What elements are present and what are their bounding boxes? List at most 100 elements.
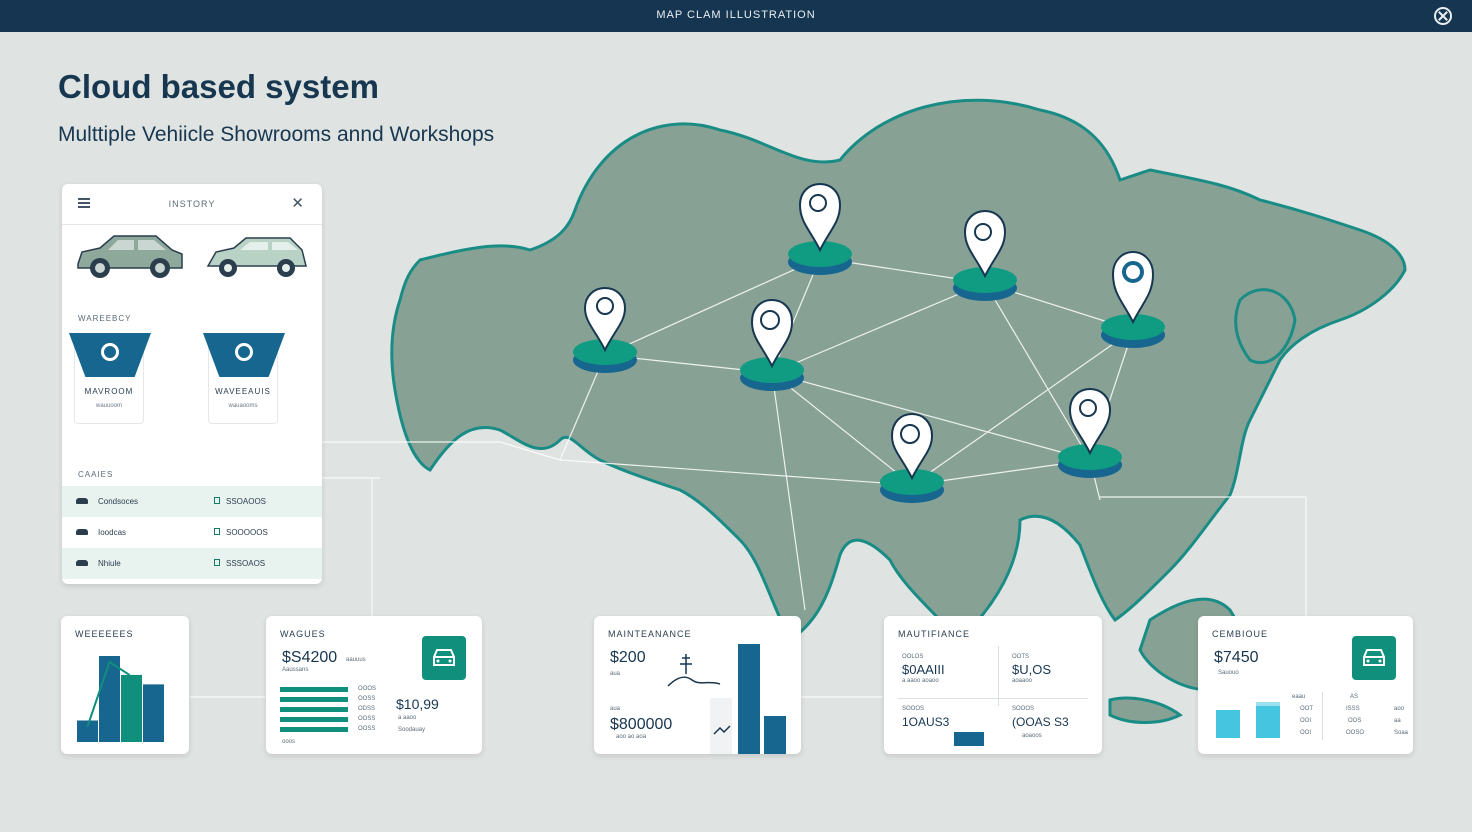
card-label: OOT <box>1300 706 1313 712</box>
badge-name: WAVEEAUIS <box>215 387 271 396</box>
row2-label-1: SOOOS <box>902 706 925 712</box>
column-divider <box>1322 692 1323 740</box>
card-label: OOS <box>1348 718 1362 724</box>
chart-bar <box>764 716 786 754</box>
close-icon[interactable] <box>1434 7 1452 25</box>
panel-divider <box>62 224 322 225</box>
maintenance-card: MAINTEANANCE $200 aua aua $800000 aoo ao… <box>594 616 801 754</box>
side-label: Soaa <box>1394 730 1409 736</box>
car-icon <box>76 529 88 535</box>
hamburger-menu-icon[interactable] <box>78 198 90 208</box>
list-item[interactable]: Nhiule SSSOAOS <box>62 548 322 579</box>
row2-label-2: SOOOS <box>1012 706 1035 712</box>
trend-line <box>86 660 131 727</box>
inventory-panel: INSTORY ✕ WAREEBCY MAVROOM wauuoom WAVEE… <box>62 184 322 584</box>
card-title: WEEEEEES <box>75 629 134 639</box>
panel-title: INSTORY <box>168 199 216 209</box>
wages-card: WAGUES $S4200 aauuus Aaussans OOOS OOSS … <box>266 616 482 754</box>
card-label: OOSO <box>1346 730 1365 736</box>
card-value-2-sub: aoo ao aoa <box>616 734 647 740</box>
schedule-card: CEMBIOUE $7450 Sauouo eaau OOT OOI OOI A… <box>1198 616 1413 754</box>
card-value: $200 <box>610 649 646 666</box>
card-value: $S4200 <box>282 649 338 666</box>
side-label: aoo <box>1394 706 1405 712</box>
row2-value-2: (OOAS S3 <box>1012 715 1069 729</box>
bar-1 <box>77 720 98 742</box>
map-island-2 <box>1108 696 1183 724</box>
card-title: WAGUES <box>280 629 326 639</box>
car-icon <box>433 649 455 666</box>
bar-2 <box>99 656 120 742</box>
location-pin-7 <box>880 412 944 503</box>
progress-bar <box>280 717 348 722</box>
card-label: OOI <box>1300 718 1312 724</box>
weekly-chart-card: WEEEEEES <box>61 616 189 754</box>
location-pin-icon <box>235 343 253 361</box>
chart-bar <box>1256 704 1280 738</box>
card-title: MAUTIFIANCE <box>898 629 971 639</box>
col1-label: OOLOS <box>902 654 924 660</box>
title-bar: MAP CLAM ILLUSTRATION <box>0 0 1472 32</box>
chart-bar-cap <box>1256 702 1280 706</box>
card-value-2-label: aua <box>610 706 621 712</box>
row-value: SSOAOOS <box>226 497 267 506</box>
car-tile[interactable] <box>1352 636 1396 680</box>
status-square-icon <box>214 528 220 535</box>
page-subtitle: Multtiple Vehiicle Showrooms annd Worksh… <box>58 123 495 146</box>
col1-value: $0AAIII <box>902 662 945 677</box>
showroom-badge-2[interactable]: WAVEEAUIS wauaooms <box>203 333 285 424</box>
progress-bar <box>280 707 348 712</box>
bar-label: OOSS <box>358 726 376 732</box>
maintenance-summary-card: MAUTIFIANCE OOLOS $0AAIII a aaoo aoaoo O… <box>884 616 1102 754</box>
status-square-icon <box>214 497 220 504</box>
chart-bar <box>954 732 984 746</box>
card-label: AS <box>1350 694 1359 700</box>
trend-icon <box>713 725 731 735</box>
bar-label: OOSS <box>358 716 376 722</box>
car-icon <box>76 498 88 504</box>
suv-car-icon <box>77 235 183 278</box>
badge-name: MAVROOM <box>84 387 134 396</box>
page-title: Cloud based system <box>58 68 379 105</box>
side-label: aa <box>1394 718 1401 724</box>
list-item[interactable]: Ioodcas SOOOOOS <box>62 517 322 548</box>
car-icon <box>76 560 88 566</box>
card-label: ISSS <box>1346 706 1360 712</box>
close-panel-icon[interactable]: ✕ <box>291 195 304 212</box>
car-icon <box>1363 649 1385 666</box>
location-pin-3 <box>788 182 852 275</box>
card-value-suffix: aauuus <box>346 657 366 663</box>
bar-label: ODSS <box>358 706 376 712</box>
col2-label: OOTS <box>1012 654 1030 660</box>
chart-bar <box>710 698 732 754</box>
progress-bar <box>280 697 348 702</box>
location-pin-6 <box>1058 387 1122 478</box>
card-label: eaau <box>1292 694 1306 700</box>
progress-bar <box>280 727 348 732</box>
column-divider <box>998 646 999 706</box>
window-title: MAP CLAM ILLUSTRATION <box>656 9 816 21</box>
bar-chart <box>77 656 164 742</box>
status-square-icon <box>214 559 220 566</box>
row-name: Condsoces <box>98 497 139 506</box>
row2-sub-2: aoaoos <box>1022 733 1042 739</box>
card-value: $7450 <box>1214 649 1259 666</box>
location-pin-4 <box>953 209 1017 301</box>
bar-4 <box>143 684 164 742</box>
card-title: CEMBIOUE <box>1212 629 1269 639</box>
car-tile[interactable] <box>422 636 466 680</box>
location-pin-5 <box>1101 250 1165 348</box>
card-value-sub: Sauouo <box>1218 670 1239 676</box>
card-value-sub: Aaussans <box>282 667 309 673</box>
row-name: Nhiule <box>98 559 121 568</box>
list-item[interactable]: Condsoces SSOAOOS <box>62 486 322 517</box>
chart-bar <box>738 644 760 754</box>
bar-label: OOOS <box>358 686 377 692</box>
col1-sub: a aaoo aoaoo <box>902 678 939 684</box>
badge-sub: wauaooms <box>228 403 258 409</box>
location-pin-2 <box>740 298 804 391</box>
showroom-badge-1[interactable]: MAVROOM wauuoom <box>69 333 151 424</box>
wrench-illustration-icon <box>667 654 721 687</box>
row-value: SOOOOOS <box>226 528 268 537</box>
progress-bar <box>280 687 348 692</box>
